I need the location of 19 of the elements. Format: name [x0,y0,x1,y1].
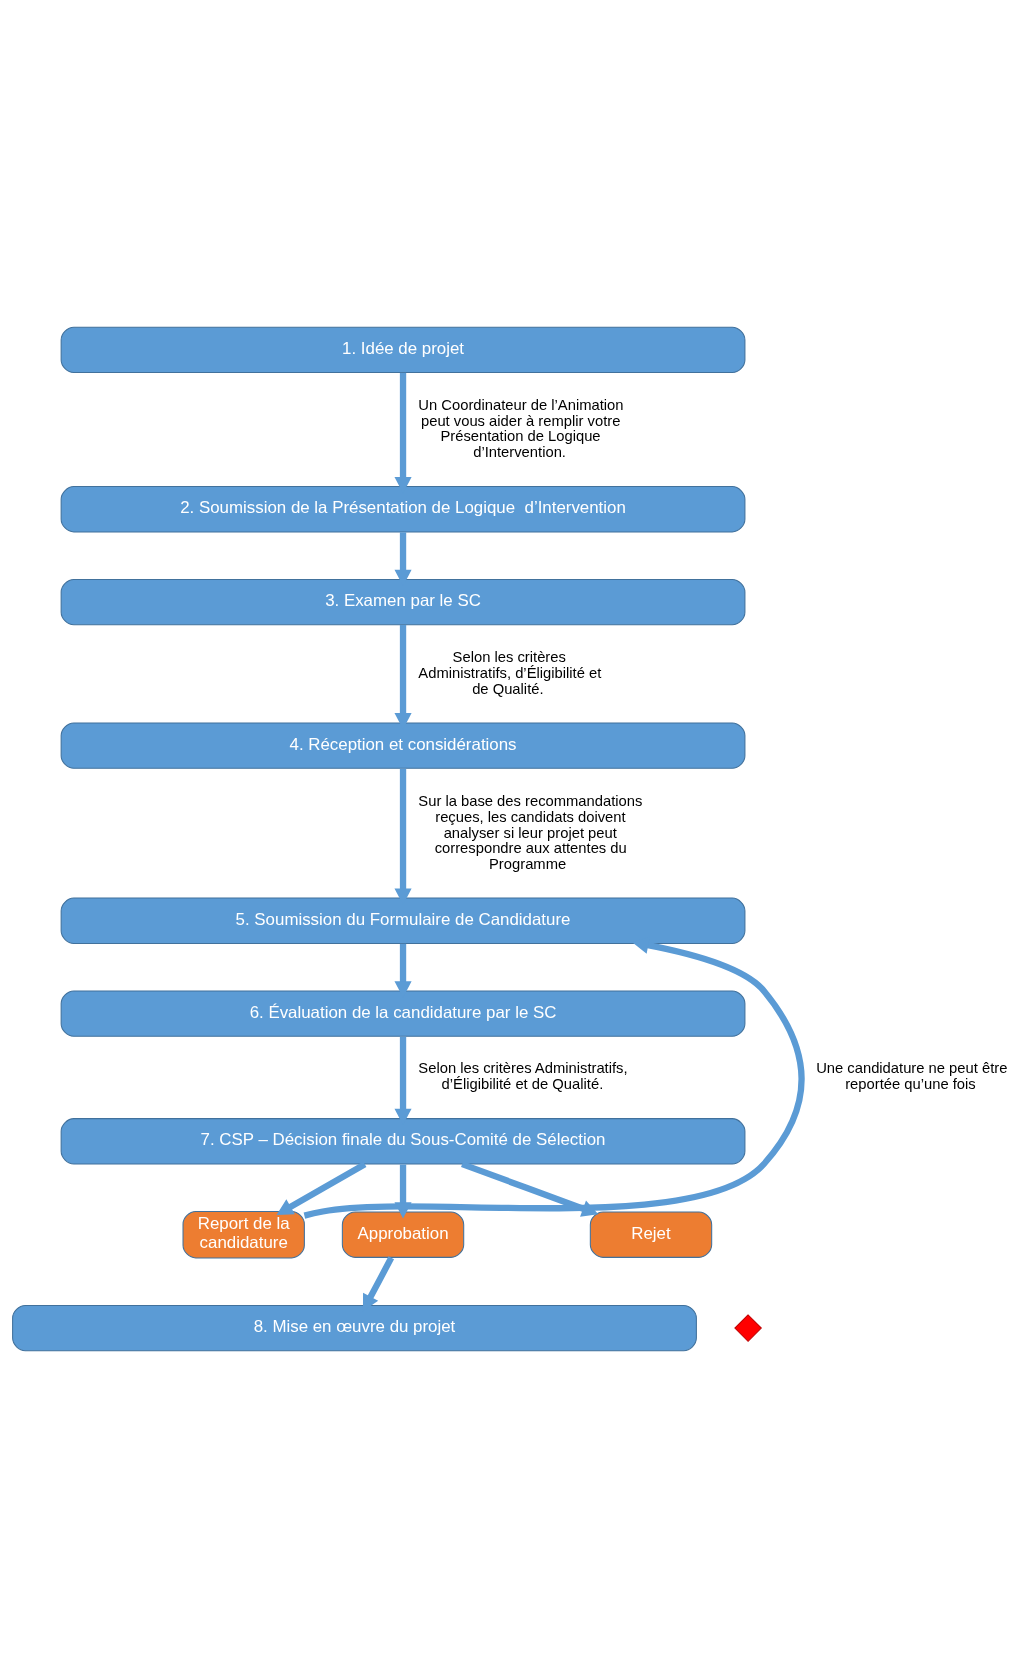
node-box: 5. Soumission du Formulaire de Candidature [60,897,746,944]
node-box: 2. Soumission de la Présentation de Logique d’Intervention [60,485,746,532]
arrow [461,1160,599,1217]
edge-label: Selon les critères Administratifs, d’Éligibilité et de Qualité. [418,648,602,697]
node-box: 8. Mise en œuvre du projet [12,1304,697,1351]
edge-label: Selon les critères Administratifs, d’Éligibilité et de Qualité. [418,1059,628,1092]
node-box: 1. Idée de projet [60,326,746,373]
edge-label: Une candidature ne peut être reportée qu’une fois [816,1059,1008,1092]
node-box: Report de la candidature [182,1210,305,1258]
node-box: 7. CSP – Décision finale du Sous-Comité de Sélection [60,1117,746,1165]
edge-label: Un Coordinateur de l’Animation peut vous aider à remplir votre Présentation de Logique d’Intervention. [418,396,624,460]
node-cross [734,1313,763,1342]
node-box: Approbation [341,1211,465,1258]
arrow [276,1161,367,1215]
node-box: 3. Examen par le SC [60,578,746,625]
node-box: Rejet [589,1211,713,1258]
edge-label: Sur la base des recommandations reçues, les candidats doivent analyser si leur projet peut correspondre aux attentes du Programme [418,792,643,872]
node-box: 4. Réception et considérations [60,721,746,769]
node-box: 6. Évaluation de la candidature par le SC [60,989,746,1037]
